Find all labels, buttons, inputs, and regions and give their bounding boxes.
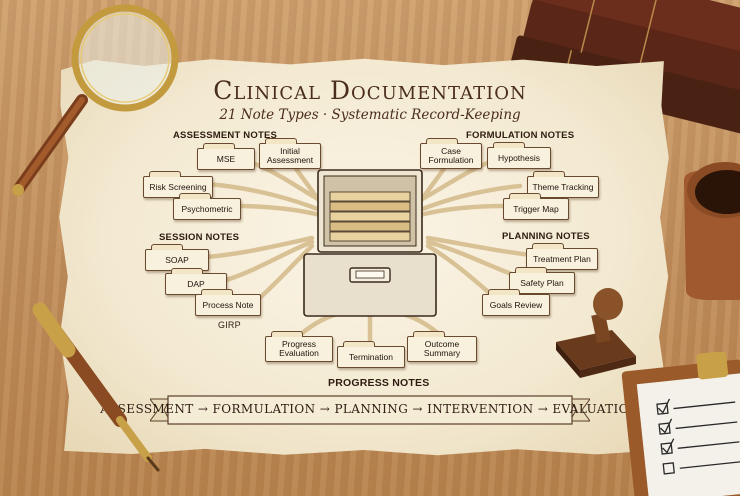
folder-label: SOAP	[165, 254, 189, 265]
folder-label: Risk Screening	[149, 181, 207, 192]
page-title: Clinical Documentation	[213, 76, 527, 105]
folder-label: Psychometric	[181, 203, 233, 214]
folder-label: Progress Evaluation	[279, 339, 319, 358]
folder-risk-screening[interactable]: Risk Screening	[143, 171, 213, 198]
folder-label: Trigger Map	[513, 203, 559, 214]
page-subtitle: 21 Note Types · Systematic Record-Keepin…	[219, 107, 521, 123]
folder-label: Process Note	[202, 299, 254, 310]
folder-soap[interactable]: SOAP	[145, 244, 209, 271]
folder-progress-evaluation[interactable]: Progress Evaluation	[265, 331, 333, 362]
folder-label: Initial Assessment	[266, 146, 314, 165]
folder-outcome-summary[interactable]: Outcome Summary	[407, 331, 477, 362]
folder-trigger-map[interactable]: Trigger Map	[503, 193, 569, 220]
workflow-banner-text: ASSESSMENT → FORMULATION → PLANNING → IN…	[100, 402, 640, 416]
section-label-assessment: ASSESSMENT NOTES	[173, 130, 278, 141]
folder-psychometric[interactable]: Psychometric	[173, 193, 241, 220]
file-cabinet-icon	[303, 169, 437, 317]
folder-label: Theme Tracking	[532, 181, 594, 192]
note-label-girp: GIRP	[218, 320, 241, 330]
folder-label: Termination	[349, 351, 393, 362]
folder-treatment-plan[interactable]: Treatment Plan	[526, 243, 598, 270]
folder-process-note[interactable]: Process Note	[195, 289, 261, 316]
folder-safety-plan[interactable]: Safety Plan	[509, 267, 575, 294]
folder-label: Hypothesis	[497, 152, 541, 163]
fountain-pen-icon	[32, 302, 160, 472]
folder-label: Case Formulation	[428, 146, 474, 165]
folder-hypothesis[interactable]: Hypothesis	[487, 142, 551, 169]
folder-label: Outcome Summary	[423, 339, 461, 358]
folder-goals-review[interactable]: Goals Review	[482, 289, 550, 316]
folder-theme-tracking[interactable]: Theme Tracking	[527, 171, 599, 198]
section-label-formulation: FORMULATION NOTES	[466, 130, 575, 141]
folder-initial-assessment[interactable]: Initial Assessment	[259, 138, 321, 169]
coffee-cup-icon	[684, 162, 740, 300]
section-label-planning: PLANNING NOTES	[502, 231, 590, 242]
workflow-ribbon	[150, 395, 590, 425]
clipboard-checklist-icon	[621, 352, 740, 496]
magnifying-glass-icon	[12, 4, 179, 196]
folder-label: MSE	[216, 153, 236, 164]
section-label-progress: PROGRESS NOTES	[328, 377, 430, 389]
folder-label: Goals Review	[489, 299, 543, 310]
folder-label: DAP	[187, 278, 205, 289]
folder-mse[interactable]: MSE	[197, 143, 255, 170]
folder-label: Safety Plan	[520, 277, 564, 288]
section-label-session: SESSION NOTES	[159, 232, 240, 243]
folder-case-formulation[interactable]: Case Formulation	[420, 138, 482, 169]
folder-termination[interactable]: Termination	[337, 341, 405, 368]
rubber-stamp-icon	[556, 288, 636, 378]
folder-label: Treatment Plan	[533, 253, 591, 264]
